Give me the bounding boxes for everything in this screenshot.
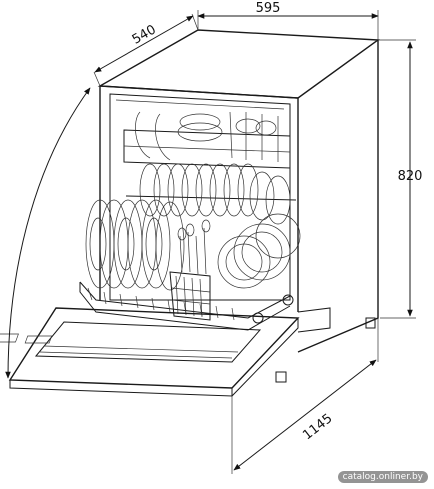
dishwasher-body	[97, 29, 381, 383]
middle-plates	[125, 163, 297, 225]
dimension-height-label: 820	[398, 169, 423, 184]
dimension-depth: 540	[93, 13, 199, 87]
dimension-width: 595	[197, 1, 379, 40]
dimension-width-label: 595	[256, 1, 281, 16]
dimension-diagonal: 1145	[5, 87, 379, 474]
dimension-height: 820	[378, 39, 423, 319]
watermark: catalog.onliner.by	[337, 471, 428, 483]
dimension-diagonal-label: 1145	[300, 411, 335, 443]
open-door	[0, 307, 331, 397]
upper-basket	[123, 111, 291, 169]
